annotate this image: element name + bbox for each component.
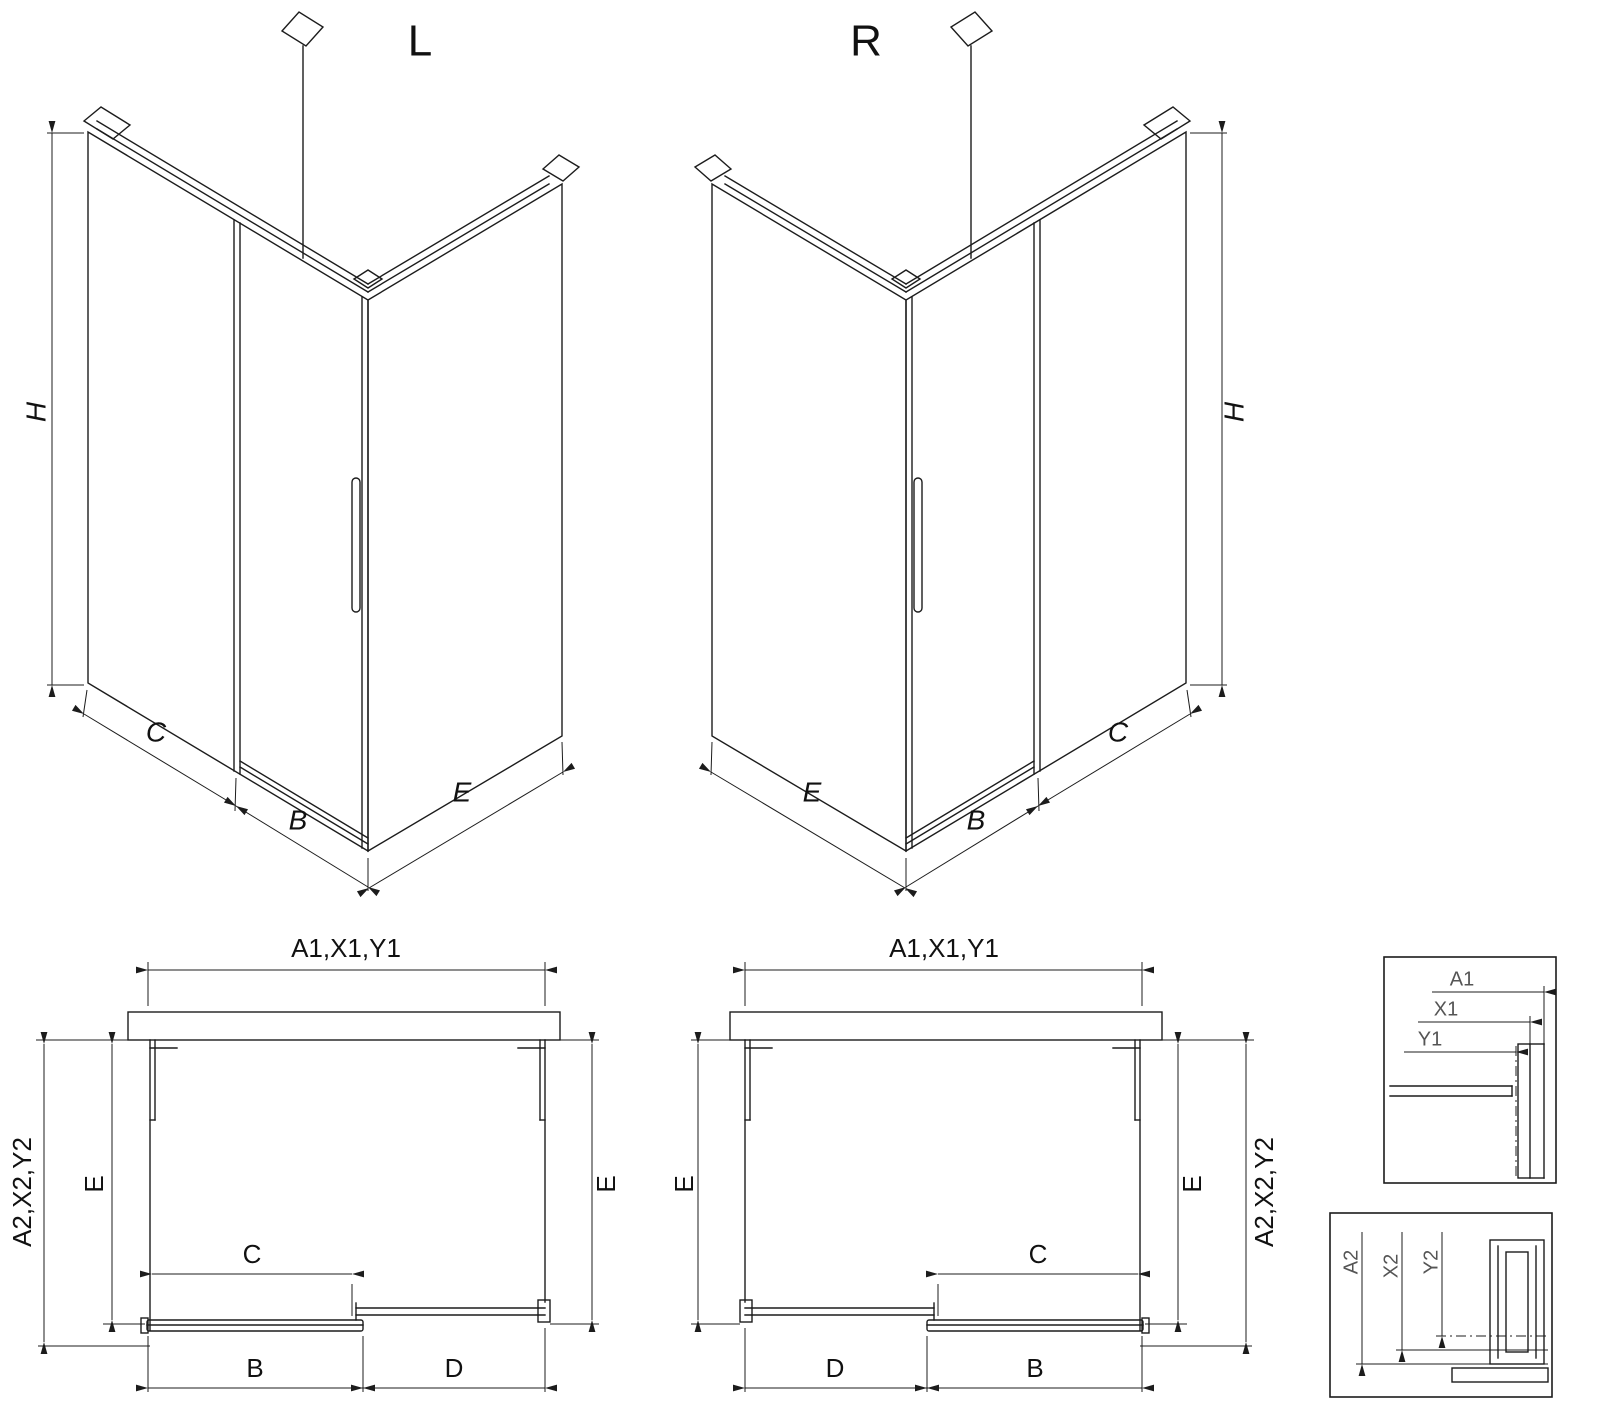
detail-box bbox=[1329, 1212, 1553, 1398]
detail-dim-y2-label: Y2 bbox=[1420, 1250, 1442, 1274]
plan-r-dim-a1-label: A1,X1,Y1 bbox=[889, 933, 999, 963]
view-title-right: R bbox=[850, 17, 882, 66]
plan-r-dim-c-label: C bbox=[1029, 1239, 1048, 1269]
track-profile bbox=[1489, 1239, 1545, 1365]
wall-profile-hatch bbox=[1517, 1043, 1531, 1179]
plan-view-left: A1,X1,Y1 A2,X2,Y2 E E C B D bbox=[7, 933, 621, 1392]
detail-dim-y1-label: Y1 bbox=[1418, 1028, 1442, 1050]
iso-r-dim-b-label: B bbox=[967, 804, 986, 835]
plan-r-dim-e-left-label: E bbox=[669, 1175, 699, 1192]
plan-l-dim-e-right-label: E bbox=[591, 1175, 621, 1192]
track-profile-inner bbox=[1505, 1251, 1529, 1353]
detail-dim-x1-label: X1 bbox=[1434, 998, 1458, 1020]
iso-l-dim-c-label: C bbox=[146, 716, 167, 747]
plan-l-dim-c-label: C bbox=[243, 1239, 262, 1269]
detail-view-floor-profile: A2 X2 Y2 bbox=[1329, 1212, 1553, 1398]
plan-r-dim-d-label: D bbox=[826, 1353, 845, 1383]
plan-r-dim-a2-label: A2,X2,Y2 bbox=[1249, 1137, 1279, 1247]
iso-view-left: L H C B E bbox=[20, 12, 579, 891]
iso-l-dim-b-label: B bbox=[289, 804, 308, 835]
plan-r-dim-b-label: B bbox=[1026, 1353, 1043, 1383]
plan-l-dim-a1-label: A1,X1,Y1 bbox=[291, 933, 401, 963]
detail-dim-a2-label: A2 bbox=[1340, 1250, 1362, 1274]
iso-r-dim-h-label: H bbox=[1218, 401, 1249, 422]
floor-hatch bbox=[1451, 1367, 1549, 1383]
iso-l-dim-e-label: E bbox=[453, 776, 472, 807]
detail-dim-a1-label: A1 bbox=[1450, 968, 1474, 990]
plan-view-right: A1,X1,Y1 E E A2,X2,Y2 C D B bbox=[669, 933, 1279, 1392]
plan-l-dim-e-left-label: E bbox=[79, 1175, 109, 1192]
iso-r-dim-c-label: C bbox=[1108, 716, 1129, 747]
detail-box bbox=[1383, 956, 1557, 1184]
plan-l-dim-b-label: B bbox=[246, 1353, 263, 1383]
detail-dim-x2-label: X2 bbox=[1380, 1254, 1402, 1278]
detail-view-wall-profile: A1 X1 Y1 bbox=[1383, 956, 1557, 1184]
iso-r-dim-e-label: E bbox=[803, 776, 822, 807]
view-title-left: L bbox=[408, 17, 432, 66]
plan-l-dim-a2-label: A2,X2,Y2 bbox=[7, 1137, 37, 1247]
plan-r-dim-e-right-label: E bbox=[1177, 1175, 1207, 1192]
plan-l-dim-d-label: D bbox=[445, 1353, 464, 1383]
iso-l-dim-h-label: H bbox=[20, 401, 51, 422]
iso-view-right: R H C B E bbox=[695, 12, 1249, 891]
